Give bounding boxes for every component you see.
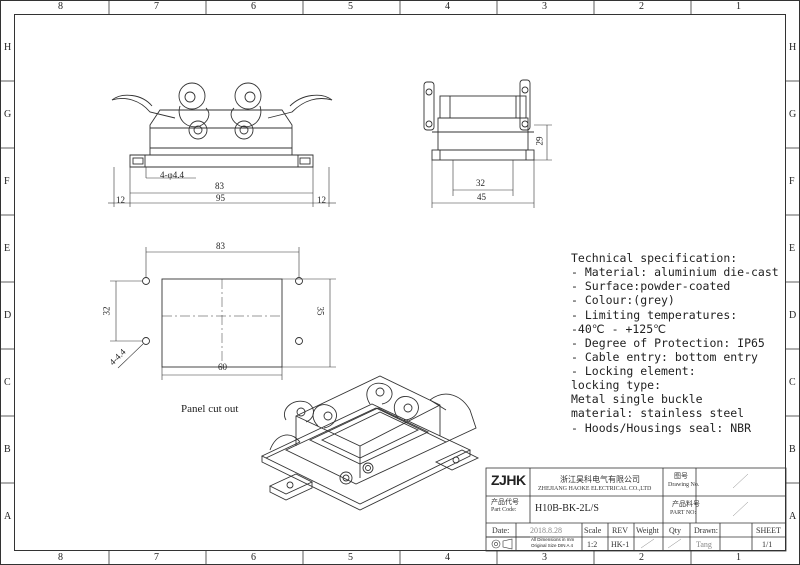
grid-row-label: H: [789, 42, 797, 53]
grid-col-label: 7: [154, 552, 159, 563]
grid-col-label: 6: [251, 1, 256, 12]
cutout-dimension-83: 83: [216, 241, 225, 251]
inner-frame: [14, 14, 786, 551]
part-code-cn: 产品代号: [491, 498, 519, 506]
spec-line: - Degree of Protection: IP65: [571, 336, 765, 350]
part-no-en: PART NO:: [670, 510, 697, 516]
grid-col-label: 6: [251, 552, 256, 563]
part-no-cn: 产品料号: [672, 500, 700, 508]
date-value: 2018.8.28: [530, 526, 562, 535]
blank-field-marks: [640, 473, 749, 549]
size-note: Original Size DIN A 4: [531, 543, 574, 548]
scale-value: 1:2: [587, 540, 598, 549]
grid-col-label: 1: [736, 552, 741, 563]
grid-col-label: 3: [542, 1, 547, 12]
dimension-29: 29: [534, 136, 545, 146]
cutout-dimension-35: 35: [315, 306, 326, 316]
dimension-83: 83: [215, 181, 224, 191]
scale-label: Scale: [584, 526, 602, 535]
grid-row-label: D: [789, 310, 797, 321]
spec-line: locking type:: [571, 378, 662, 392]
spec-line: -40℃ - +125℃: [571, 322, 667, 336]
company-name-cn: 浙江昊科电气有限公司: [560, 475, 640, 484]
spec-line: - Colour:(grey): [571, 293, 675, 307]
side-view: [423, 79, 535, 161]
grid-col-label: 1: [736, 1, 741, 12]
isometric-view: [260, 375, 480, 511]
side-view-dimensions: [431, 124, 552, 208]
grid-row-label: F: [789, 176, 795, 187]
part-code-en: Part Code:: [491, 507, 517, 513]
drawn-label: Drawn:: [694, 526, 718, 535]
rev-label: REV: [612, 526, 628, 535]
cutout-dimensions: [110, 247, 336, 380]
grid-row-label: A: [789, 511, 797, 522]
weight-label: Weight: [636, 526, 659, 535]
spec-line: - Surface:powder-coated: [571, 279, 731, 293]
spec-line: - Cable entry: bottom entry: [571, 350, 758, 364]
title-block-grid: [485, 467, 787, 552]
dimension-note: All Dimensions in mm: [531, 537, 575, 542]
grid-row-label: E: [789, 243, 796, 254]
company-logo: ZJHK: [491, 472, 526, 488]
grid-col-label: 5: [348, 1, 353, 12]
part-code-value: H10B-BK-2L/S: [535, 503, 599, 514]
grid-col-label: 8: [58, 1, 63, 12]
spec-line: - Hoods/Housings seal: NBR: [571, 421, 752, 435]
dimension-95: 95: [216, 193, 225, 203]
spec-line: - Locking element:: [571, 364, 696, 378]
front-view-dimensions: [108, 167, 336, 207]
grid-row-label: H: [4, 42, 12, 53]
spec-line: material: stainless steel: [571, 406, 745, 420]
dimension-left-12: 12: [116, 195, 125, 205]
spec-line: - Limiting temperatures:: [571, 308, 738, 322]
grid-col-label: 4: [445, 1, 450, 12]
grid-row-label: E: [4, 243, 11, 254]
cutout-dimension-32: 32: [101, 306, 112, 316]
grid-row-label: G: [4, 109, 12, 120]
grid-col-label: 2: [639, 552, 644, 563]
grid-row-label: D: [4, 310, 12, 321]
spec-line: - Material: aluminium die-cast: [571, 265, 779, 279]
date-label: Date:: [492, 526, 510, 535]
drawing-no-en: Drawing No.: [668, 482, 700, 488]
qty-label: Qty: [669, 526, 681, 535]
sheet-label: SHEET: [756, 526, 781, 535]
grid-row-label: C: [4, 377, 11, 388]
grid-row-label: C: [789, 377, 796, 388]
grid-row-label: A: [4, 511, 12, 522]
grid-row-label: F: [4, 176, 10, 187]
sheet-value: 1/1: [762, 540, 773, 549]
dimension-45: 45: [477, 192, 486, 202]
grid-row-label: G: [789, 109, 797, 120]
grid-col-label: 4: [445, 552, 450, 563]
grid-col-label: 5: [348, 552, 353, 563]
cutout-dimension-60: 60: [218, 362, 227, 372]
front-view: [111, 82, 333, 168]
grid-col-label: 3: [542, 552, 547, 563]
projection-symbol: [491, 538, 513, 550]
panel-cutout-caption: Panel cut out: [181, 403, 239, 415]
spec-line: Metal single buckle: [571, 392, 703, 406]
spec-title: Technical specification:: [571, 251, 738, 265]
drawing-no-cn: 图号: [674, 472, 688, 480]
grid-col-label: 8: [58, 552, 63, 563]
rev-value: HK-1: [611, 540, 630, 549]
grid-row-label: B: [4, 444, 11, 455]
grid-col-label: 7: [154, 1, 159, 12]
grid-col-label: 2: [639, 1, 644, 12]
dimension-32: 32: [476, 178, 485, 188]
company-name-en: ZHEJIANG HAOKE ELECTRICAL CO.,LTD: [538, 486, 652, 492]
panel-cutout: [142, 277, 303, 368]
hole-diameter-label: 4-φ4.4: [160, 170, 184, 180]
grid-row-label: B: [789, 444, 796, 455]
drawn-value: Tang: [696, 540, 712, 549]
dimension-right-12: 12: [317, 195, 326, 205]
